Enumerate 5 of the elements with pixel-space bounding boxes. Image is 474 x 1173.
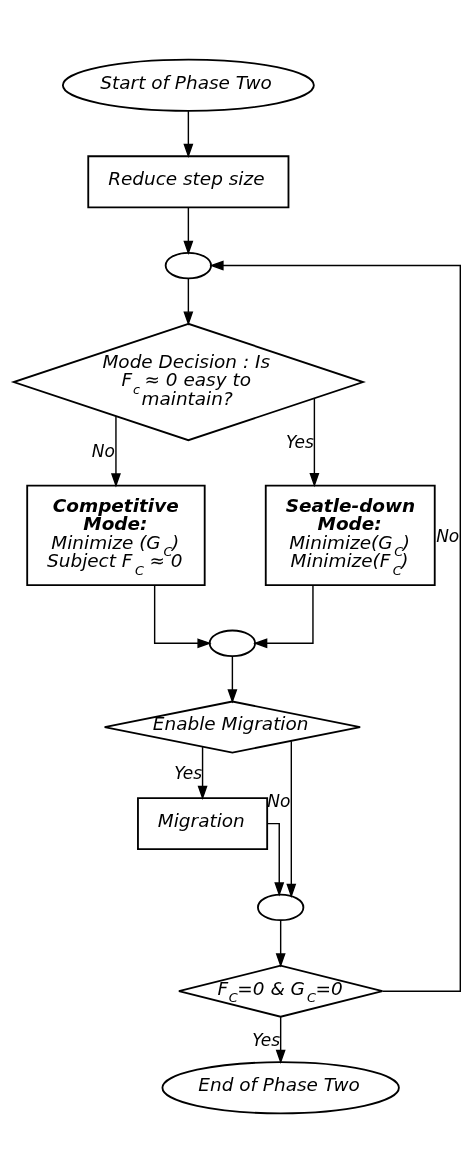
edge-label: No [267, 790, 291, 811]
edge-label: No [91, 441, 115, 462]
edge-label: Yes [252, 1029, 281, 1050]
edge-label: Yes [174, 762, 203, 783]
edge-label: No [436, 526, 460, 547]
